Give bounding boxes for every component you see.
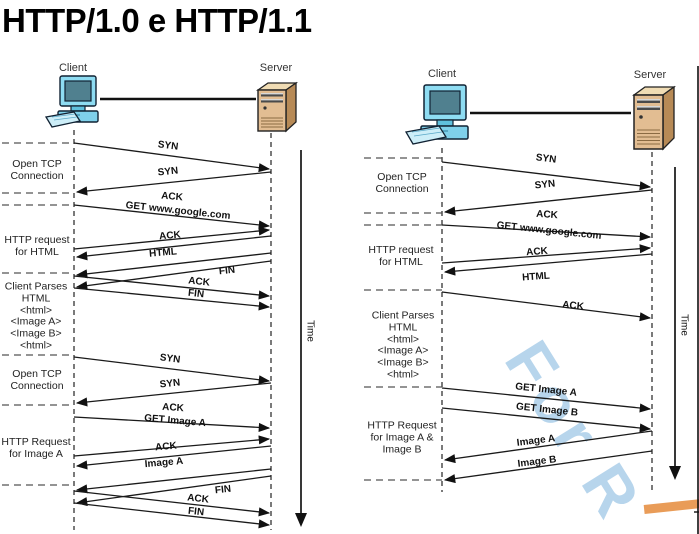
message-label: HTML: [521, 270, 551, 284]
page-title: HTTP/1.0 e HTTP/1.1: [2, 2, 312, 39]
left-section-separators: [2, 142, 74, 486]
message-label: ACK: [161, 401, 185, 415]
left-time-label: Time: [304, 320, 316, 342]
message-label: ACK: [525, 245, 549, 259]
message-label: FIN: [187, 287, 205, 301]
message-label: SYN: [157, 165, 179, 179]
left-client-computer-icon: [44, 75, 99, 128]
message-label: FIN: [187, 505, 205, 519]
message-label: ACK: [561, 299, 585, 313]
message-label: SYN: [159, 377, 181, 391]
message-label: ACK: [187, 275, 211, 289]
message-label: FIN: [218, 264, 236, 278]
message-label: FIN: [214, 483, 232, 497]
left-diagram: [2, 75, 307, 530]
right-diagram: [364, 84, 681, 492]
message-label: ACK: [154, 440, 178, 454]
left-time-arrowhead: [295, 513, 307, 527]
message-label: SYN: [157, 139, 179, 153]
left-server-label: Server: [259, 62, 293, 74]
right-client-label: Client: [427, 68, 457, 80]
left-server-tower-icon: [255, 81, 299, 133]
left-message-arrows: [73, 142, 272, 529]
message-label: SYN: [534, 178, 556, 192]
message-label: SYN: [159, 352, 181, 366]
right-client-computer-icon: [404, 84, 469, 145]
right-section-separators: [364, 157, 442, 481]
right-time-arrowhead: [669, 466, 681, 480]
left-client-label: Client: [58, 62, 88, 74]
right-time-label: Time: [678, 314, 690, 336]
message-label: SYN: [535, 152, 557, 166]
right-server-label: Server: [633, 69, 667, 81]
right-message-arrows: [441, 161, 653, 484]
right-server-tower-icon: [632, 85, 676, 151]
message-label: ACK: [535, 208, 559, 222]
message-label: ACK: [186, 492, 210, 506]
message-label: ACK: [160, 190, 184, 204]
message-label: ACK: [158, 229, 182, 243]
